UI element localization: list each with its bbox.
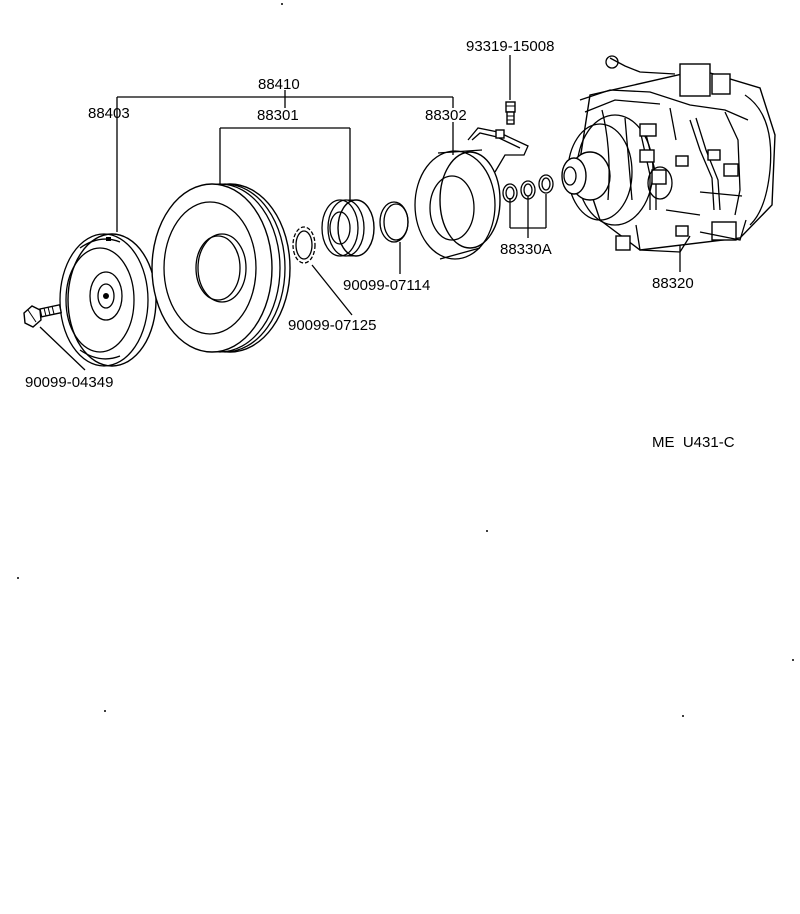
compressor-88320 — [561, 55, 776, 253]
label-88320: 88320 — [652, 275, 694, 292]
label-88302: 88302 — [425, 107, 467, 124]
label-93319-15008: 93319-15008 — [466, 38, 554, 55]
label-88410: 88410 — [258, 76, 300, 93]
pulley-88301 — [151, 183, 291, 353]
label-90099-07125: 90099-07125 — [288, 317, 376, 334]
snap-ring-90099-07114 — [379, 201, 409, 243]
shims-88330a — [502, 174, 554, 203]
part-labels: 88410 88403 88301 88302 93319-15008 8833… — [25, 38, 735, 451]
clutch-hub-88403 — [59, 233, 157, 367]
leader-lines — [39, 55, 681, 371]
label-90099-04349: 90099-04349 — [25, 374, 113, 391]
label-88301: 88301 — [257, 107, 299, 124]
bearing — [321, 199, 375, 257]
label-88403: 88403 — [88, 105, 130, 122]
wave-ring-90099-07125 — [292, 226, 316, 264]
scan-specks — [17, 3, 794, 717]
label-88330a: 88330A — [500, 241, 552, 258]
bolt-90099-04349 — [23, 304, 63, 328]
screw-93319-15008 — [505, 101, 516, 125]
field-coil-88302 — [414, 149, 501, 260]
label-90099-07114: 90099-07114 — [343, 277, 430, 294]
reference-code: ME U431-C — [652, 434, 735, 451]
lead-wire-bracket — [467, 127, 529, 173]
